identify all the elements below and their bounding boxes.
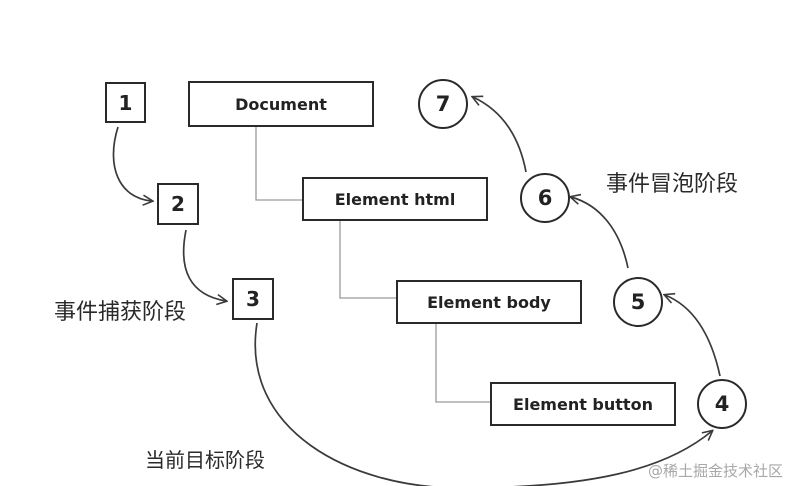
bubble-step-6: 6 [520,173,570,223]
arrow-2-to-3 [182,229,226,301]
arrow-6-to-7 [473,97,527,173]
arrow-1-to-2 [112,126,152,201]
capture-phase-label: 事件捕获阶段 [54,300,187,325]
tree-link-html-body [339,220,397,299]
bubble-phase-label: 事件冒泡阶段 [606,172,739,197]
target-phase-label: 当前目标阶段 [145,448,265,472]
capture-step-3: 3 [232,278,274,320]
bubble-step-7: 7 [418,79,468,129]
bubble-step-5: 5 [613,277,663,327]
button-node: Element button [490,382,676,426]
capture-step-2: 2 [157,183,199,225]
arrow-5-to-6 [571,197,629,269]
tree-link-document-html [255,126,303,201]
capture-step-1: 1 [105,82,146,123]
watermark-text: @稀土掘金技术社区 [648,462,784,480]
bubble-step-4: 4 [697,379,747,429]
body-node: Element body [396,280,582,324]
html-node: Element html [302,177,488,221]
document-node: Document [188,81,374,127]
arrow-4-to-5 [665,295,721,377]
tree-link-body-button [435,323,490,403]
arrow-3-to-4 [254,322,712,486]
